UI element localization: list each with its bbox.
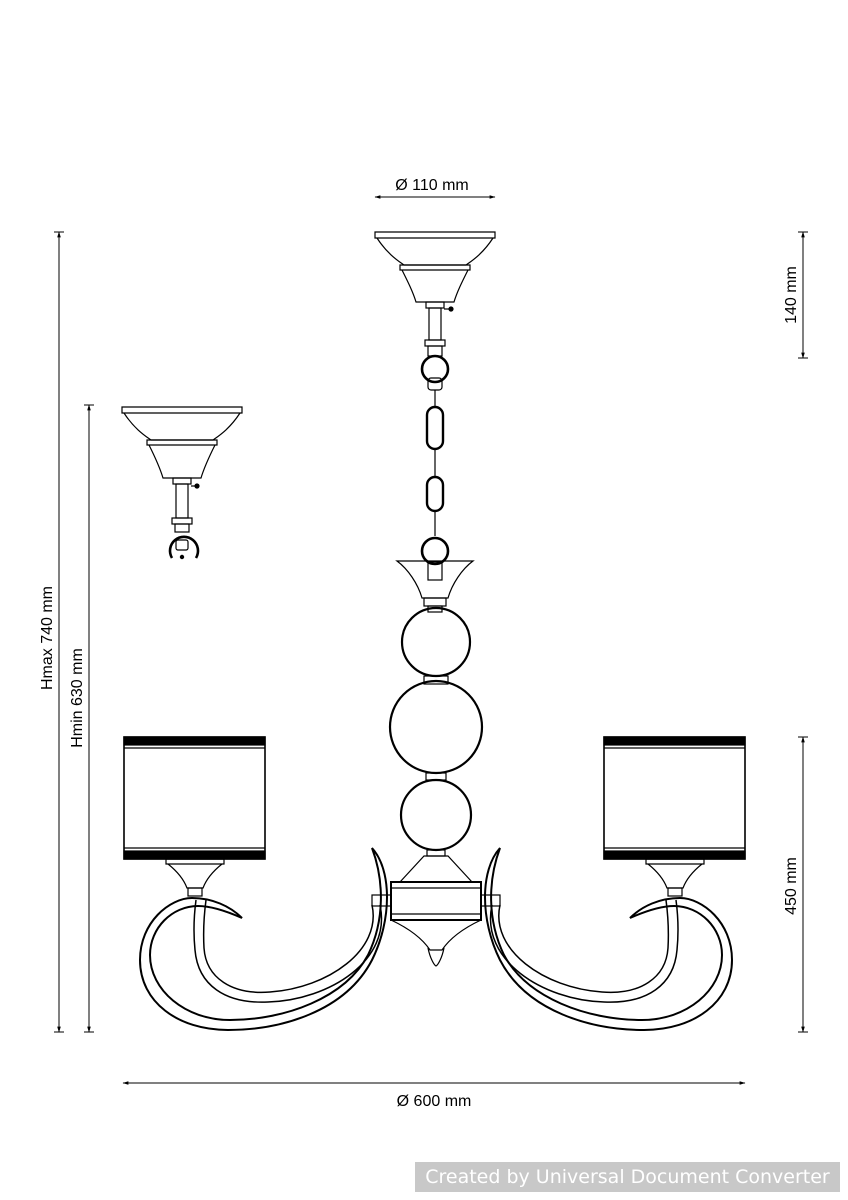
left-arm — [138, 847, 388, 1032]
ceiling-diameter-label: Ø 110 mm — [395, 177, 469, 194]
main-ceiling-canopy — [374, 231, 496, 357]
overall-diameter-label: Ø 600 mm — [397, 1093, 472, 1110]
chain — [420, 354, 450, 566]
watermark-banner: Created by Universal Document Converter — [415, 1162, 840, 1192]
spheres — [388, 606, 484, 857]
canopy-height-label: 140 mm — [783, 266, 800, 324]
height-min-label: Hmin 630 mm — [69, 648, 86, 748]
left-lamp-shade — [123, 736, 266, 860]
canopy-detail-view — [121, 406, 243, 560]
left-lamp-holder — [165, 858, 225, 897]
height-max-label: Hmax 740 mm — [39, 586, 56, 690]
right-lamp-holder — [645, 858, 705, 897]
right-arm — [484, 847, 734, 1032]
top-cup — [395, 560, 475, 613]
arms-height-label: 450 mm — [783, 857, 800, 915]
central-body — [371, 855, 501, 967]
right-lamp-shade — [603, 736, 746, 860]
